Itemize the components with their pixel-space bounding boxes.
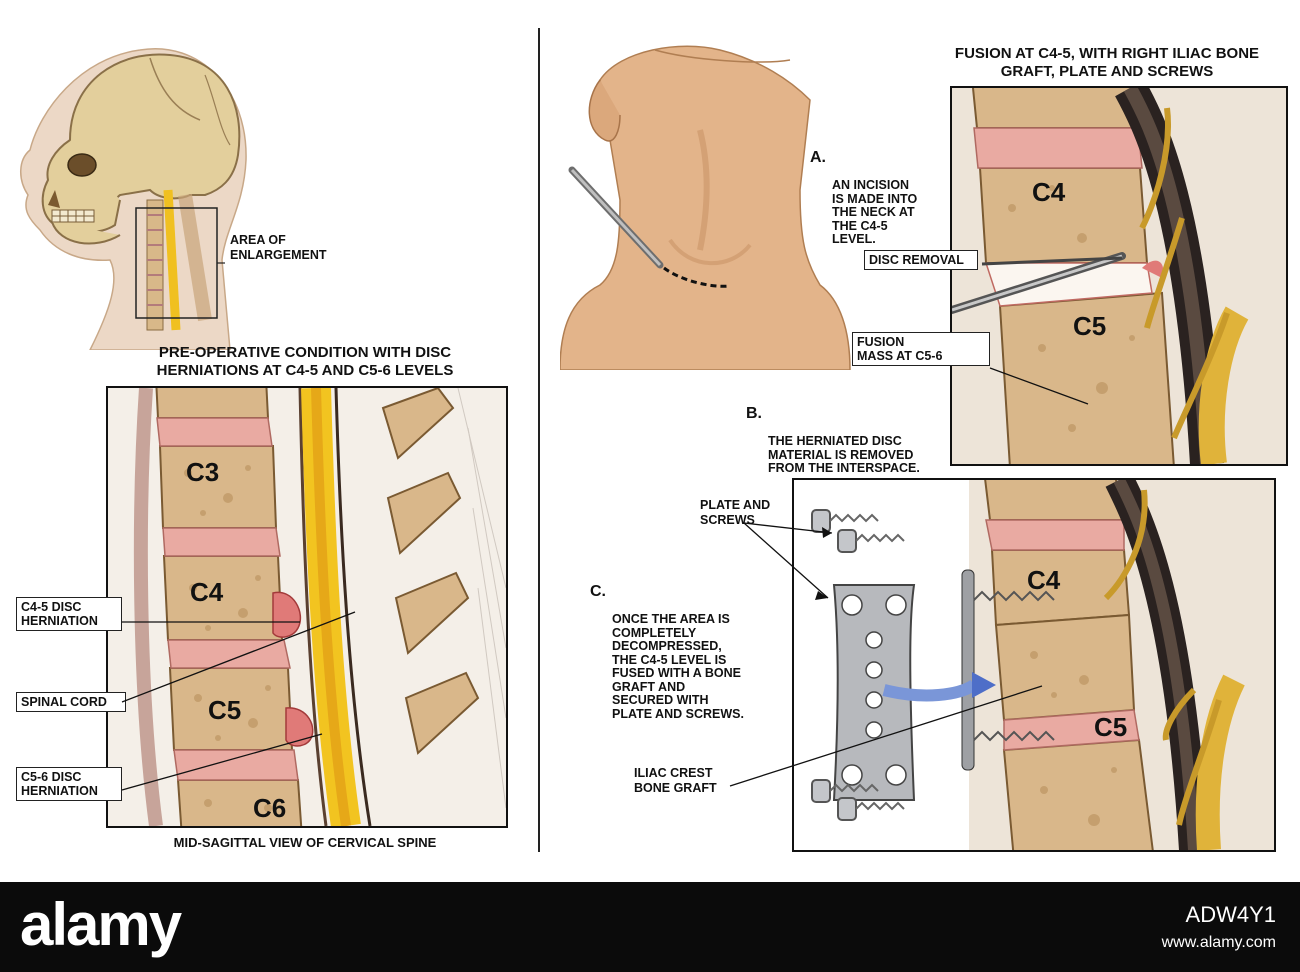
step-c-letter: C. [590,583,606,600]
vertebra-label-c6: C6 [253,793,287,823]
right-bottom-leaders [729,522,1043,787]
enlargement-label: AREA OF ENLARGEMENT [230,233,327,262]
left-title: PRE-OPERATIVE CONDITION WITH DISC HERNIA… [156,344,454,379]
iliac-graft-label: ILIAC CREST BONE GRAFT [634,766,717,795]
stock-id: ADW4Y1 [1185,902,1276,927]
sagittal-view-frame [106,386,508,828]
right-title: FUSION AT C4-5, WITH RIGHT ILIAC BONE GR… [954,45,1260,80]
brand-logo: alamy [20,891,182,958]
step-c-body: ONCE THE AREA IS COMPLETELY DECOMPRESSED… [612,612,744,721]
head-skull-illustration [20,48,247,350]
step-b-body: THE HERNIATED DISC MATERIAL IS REMOVED F… [768,434,920,475]
step-a-body: AN INCISION IS MADE INTO THE NECK AT THE… [832,178,918,246]
top-vertebra-c5: C5 [1073,311,1107,341]
fusion-plate-frame [792,478,1276,852]
sagittal-spine-illustration [108,388,506,826]
left-callout-leaders [121,611,356,791]
fusion-mass-callout: FUSION MASS AT C5-6 [852,332,990,366]
bottom-vertebra-c4: C4 [1027,565,1061,595]
watermark-footer: alamy ADW4Y1 www.alamy.com [0,882,1300,972]
step-a-text: A. AN INCISION IS MADE INTO THE NECK AT … [810,150,918,247]
right-top-leaders [989,367,1089,405]
step-a-letter: A. [810,149,826,166]
spinal-cord-callout: SPINAL CORD [16,692,126,712]
c56-herniation-callout: C5-6 DISC HERNIATION [16,767,122,801]
disc-removal-callout: DISC REMOVAL [864,250,978,270]
fusion-plate-illustration [794,480,1274,850]
step-b-text: B. THE HERNIATED DISC MATERIAL IS REMOVE… [746,406,920,476]
top-vertebra-c4: C4 [1032,177,1066,207]
vertebra-label-c5: C5 [208,695,242,725]
plate-screws-label: PLATE AND SCREWS [700,498,771,527]
left-caption: MID-SAGITTAL VIEW OF CERVICAL SPINE [173,835,437,850]
disc-removal-frame [950,86,1288,466]
neck-incision-illustration [560,45,851,370]
vertebra-label-c3: C3 [186,457,220,487]
disc-removal-illustration [952,88,1286,464]
c45-herniation-callout: C4-5 DISC HERNIATION [16,597,122,631]
bottom-vertebra-c5: C5 [1094,712,1128,742]
step-b-letter: B. [746,405,762,422]
step-c-text: C. ONCE THE AREA IS COMPLETELY DECOMPRES… [590,584,744,721]
vertebra-label-c4: C4 [190,577,224,607]
site-url: www.alamy.com [1161,934,1276,951]
center-divider [538,28,540,852]
